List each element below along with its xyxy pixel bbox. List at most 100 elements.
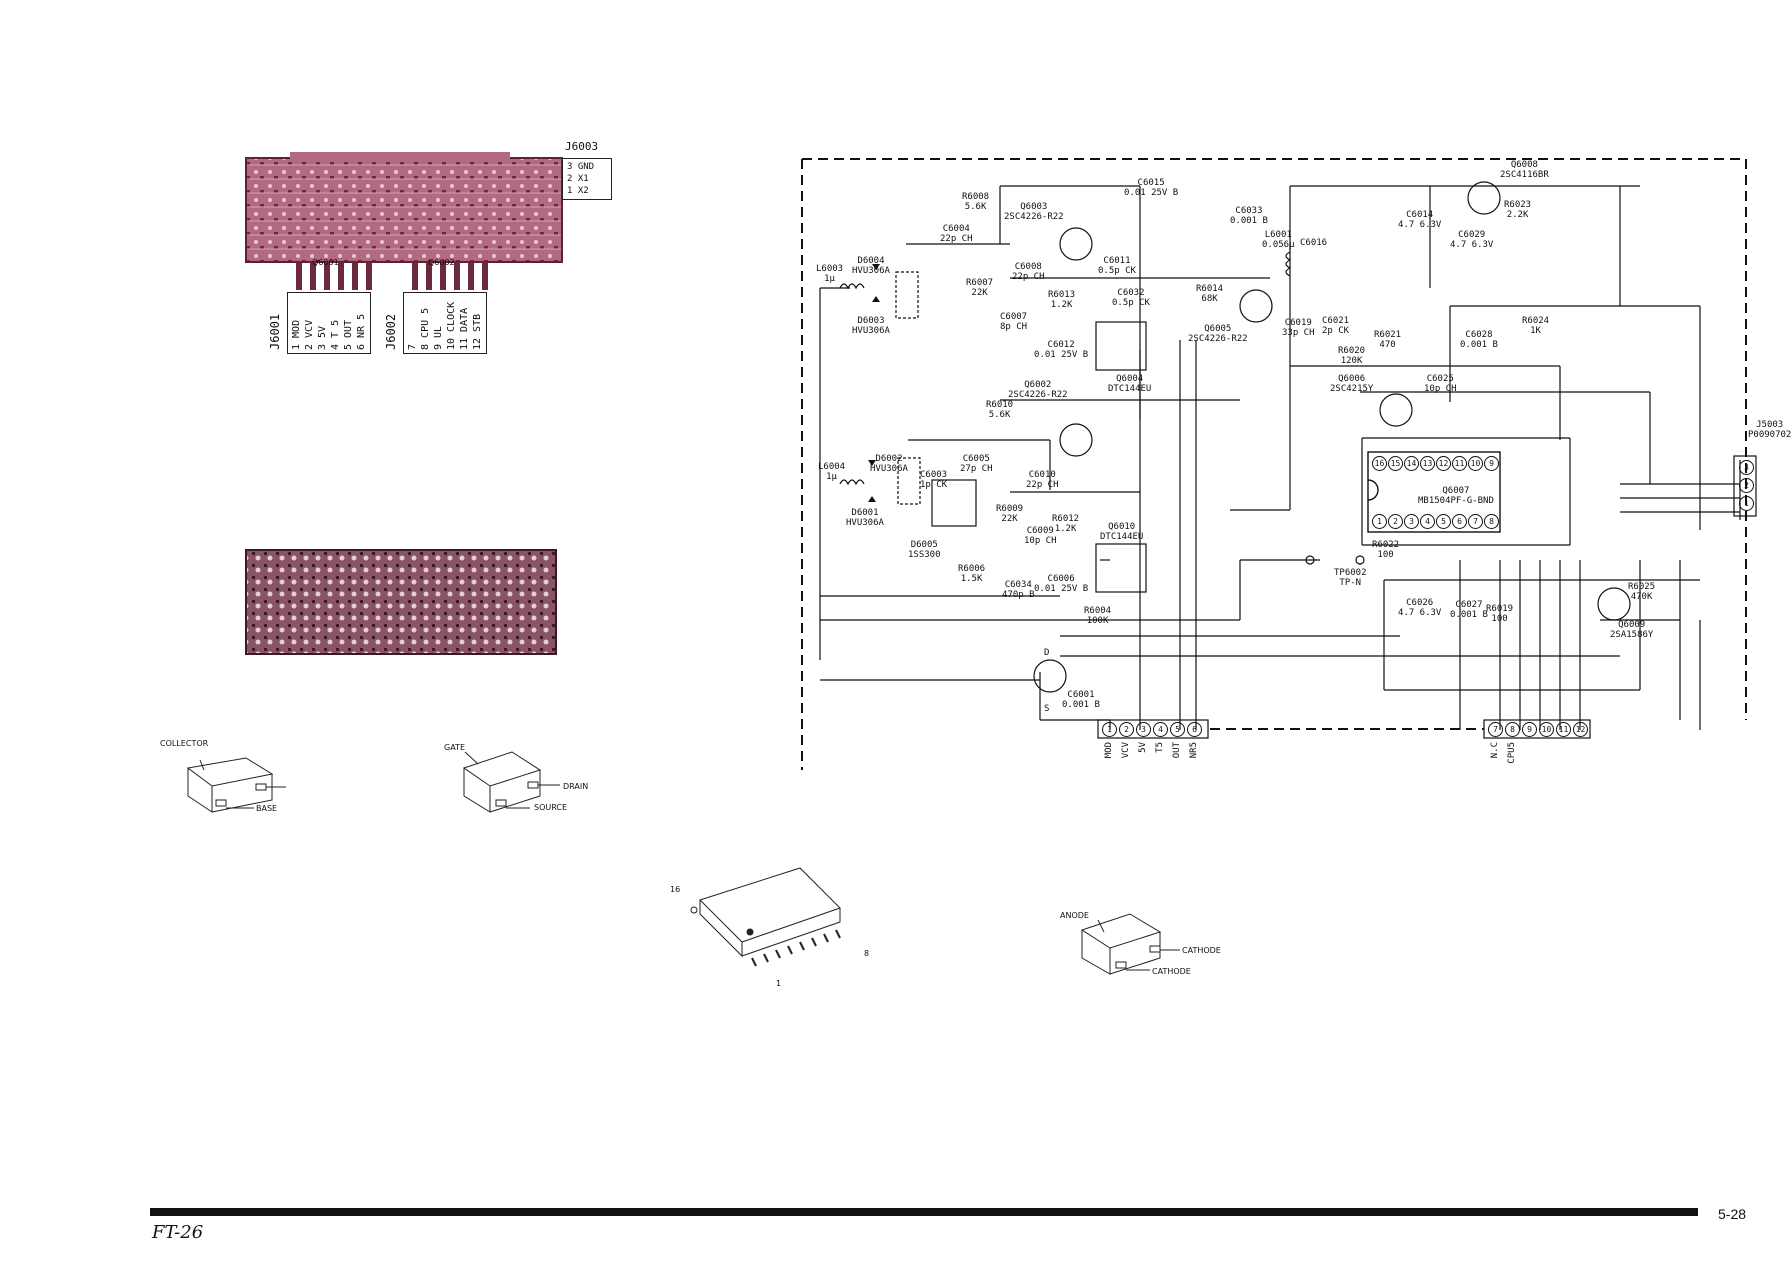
component-value: 0.5p CK — [1112, 298, 1150, 308]
component-value: 100K — [1086, 616, 1109, 626]
j6003-pin: 1 X2 — [567, 186, 589, 196]
j6002-pin: 8 CPU 5 — [420, 307, 431, 350]
component-value: 22p CH — [1012, 272, 1045, 282]
component-ref: D6003 — [857, 316, 885, 326]
pin-number: 6 — [1187, 722, 1202, 737]
component-value: 1.2K — [1050, 300, 1073, 310]
component-ref: C6016 — [1300, 238, 1328, 248]
label-drain: DRAIN — [563, 782, 588, 791]
component-ref: R6020 — [1338, 346, 1366, 356]
component-ref: Q6010 — [1108, 522, 1136, 532]
component-ref: L6001 — [1264, 230, 1292, 240]
component-ref: C6027 — [1455, 600, 1483, 610]
component-value: 4.7 6.3V — [1450, 240, 1494, 250]
component-value: 2SC4226-R22 — [1008, 390, 1068, 400]
component-ref: C6015 — [1137, 178, 1165, 188]
pin-number: 8 — [1484, 514, 1499, 529]
connector-label: CPU5 — [1507, 742, 1517, 764]
pin-number: 14 — [1404, 456, 1419, 471]
component-ref: R6021 — [1374, 330, 1402, 340]
component-value: 1.2K — [1054, 524, 1077, 534]
component-value: 22K — [1001, 514, 1018, 524]
pin-number: 7 — [1468, 514, 1483, 529]
j6003-pin: 2 X1 — [567, 174, 589, 184]
component-value: 2SC4226-R22 — [1188, 334, 1248, 344]
component-value: 100 — [1377, 550, 1394, 560]
component-value: 1.5K — [960, 574, 983, 584]
component-label: C6016 — [1300, 238, 1327, 248]
j6002-title: J6002 — [384, 313, 398, 350]
component-value: 1K — [1530, 326, 1541, 336]
right-connector — [1483, 719, 1591, 739]
footer-rule — [150, 1208, 1698, 1216]
component-value: 4.7 6.3V — [1398, 608, 1442, 618]
pin-number: 15 — [1388, 456, 1403, 471]
component-value: 1p CK — [920, 480, 948, 490]
component-ref: Q6006 — [1338, 374, 1366, 384]
connector-label: OUT — [1172, 742, 1182, 759]
component-ref: Q6005 — [1204, 324, 1232, 334]
fet-s-label: S — [1044, 704, 1050, 714]
connector-label: NR5 — [1189, 742, 1199, 759]
component-ref: R6007 — [966, 278, 994, 288]
j6001-title: J6001 — [268, 313, 282, 350]
component-ref: R6008 — [962, 192, 990, 202]
component-ref: C6004 — [942, 224, 970, 234]
connector-label: T5 — [1155, 742, 1165, 753]
label-ic-pin1: 1 — [776, 979, 781, 988]
component-value: 1μ — [824, 274, 835, 284]
pin-number: 3 — [1404, 514, 1419, 529]
component-ref: Q6007 — [1442, 486, 1470, 496]
component-ref: C6021 — [1322, 316, 1350, 326]
j6002-pin-table: 7 8 CPU 5 9 UL 10 CLOCK 11 DATA 12 STB — [403, 292, 487, 354]
label-ic-pin8: 8 — [864, 949, 869, 958]
pin-number: 16 — [1372, 456, 1387, 471]
transistor-symbols — [1033, 181, 1631, 693]
component-ref: C6001 — [1067, 690, 1095, 700]
footer-model: FT-26 — [152, 1222, 204, 1243]
component-value: P0090702 — [1748, 430, 1791, 440]
connector-label: MOD — [1104, 742, 1114, 759]
component-value: 0.001 B — [1460, 340, 1498, 350]
pin-number: 8 — [1505, 722, 1520, 737]
component-value: HVU306A — [852, 326, 890, 336]
pcb-bottom-image — [245, 549, 557, 655]
component-ref: Q6008 — [1510, 160, 1538, 170]
component-ref: R6025 — [1628, 582, 1656, 592]
component-value: HVU306A — [852, 266, 890, 276]
pin-number: 12 — [1573, 722, 1588, 737]
component-value: 470p B — [1002, 590, 1035, 600]
pcb-label-q6001: Q6001 — [312, 258, 339, 267]
component-value: MB1504PF-G-BND — [1418, 496, 1494, 506]
component-ref: R6019 — [1486, 604, 1514, 614]
label-cathode-1: CATHODE — [1182, 946, 1221, 955]
component-ref: C6033 — [1235, 206, 1263, 216]
component-value: 10p CH — [1424, 384, 1457, 394]
component-value: 470 — [1379, 340, 1396, 350]
component-value: 0.5p CK — [1098, 266, 1136, 276]
j6003-pin-table: 3 GND 2 X1 1 X2 — [562, 158, 612, 200]
j6003-title: J6003 — [565, 140, 599, 153]
pin-number: 2 — [1388, 514, 1403, 529]
component-ref: Q6003 — [1020, 202, 1048, 212]
component-ref: C6032 — [1117, 288, 1145, 298]
pin-number: 1 — [1739, 496, 1754, 511]
component-ref: Q6009 — [1618, 620, 1646, 630]
